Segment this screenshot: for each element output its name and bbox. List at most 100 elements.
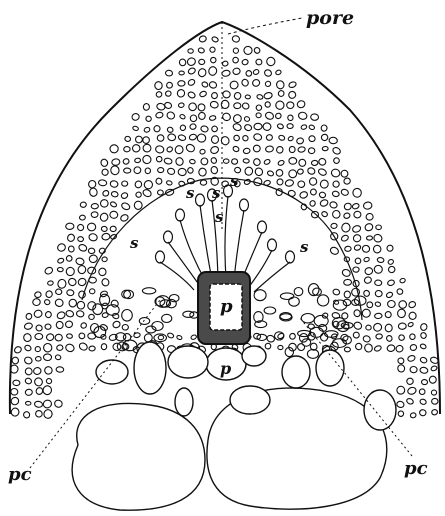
- tissue-cell: [54, 399, 64, 408]
- tissue-cell: [374, 280, 381, 286]
- tissue-cell: [329, 137, 338, 144]
- tissue-cell: [243, 158, 250, 163]
- tissue-cell: [65, 343, 75, 353]
- tissue-cell: [431, 390, 436, 395]
- tissue-cell: [331, 223, 338, 229]
- tissue-cell: [134, 158, 140, 163]
- tissue-cell: [385, 324, 393, 332]
- tissue-cell: [263, 92, 273, 100]
- tissue-cell: [397, 309, 405, 318]
- tissue-cell: [275, 145, 284, 154]
- tissue-cell: [419, 389, 425, 395]
- tissue-cell: [330, 168, 340, 178]
- tissue-cell: [89, 314, 95, 319]
- tissue-cell: [99, 212, 109, 222]
- tissue-cell: [329, 246, 339, 256]
- tissue-cell: [167, 133, 176, 141]
- tissue-cell: [199, 59, 205, 64]
- tissue-cell: [86, 300, 97, 311]
- tissue-cell: [232, 56, 239, 63]
- tissue-cell: [288, 81, 297, 89]
- tissue-cell: [343, 202, 352, 211]
- tissue-cell: [145, 168, 151, 174]
- tissue-cell: [101, 344, 107, 350]
- tissue-cell: [232, 35, 241, 43]
- tissue-cell: [47, 281, 53, 286]
- tissue-cell: [395, 345, 404, 353]
- tissue-cell: [66, 255, 73, 262]
- tissue-cell: [410, 412, 417, 418]
- floor-cell: [289, 297, 300, 306]
- tissue-cell: [56, 311, 66, 320]
- tissue-cell: [242, 135, 249, 142]
- tissue-cell: [25, 313, 32, 320]
- tissue-cell: [56, 367, 64, 373]
- tissue-cell: [278, 345, 283, 350]
- tissue-cell: [155, 91, 162, 98]
- tissue-cell: [186, 57, 196, 67]
- tissue-cell: [399, 278, 405, 284]
- tissue-cell: [431, 398, 438, 404]
- basal-cell-9: [242, 346, 266, 366]
- tissue-cell: [124, 147, 130, 152]
- tissue-cell: [200, 149, 206, 155]
- tissue-cell: [333, 157, 340, 164]
- tissue-cell: [179, 71, 184, 75]
- tissue-cell: [298, 181, 305, 188]
- tissue-cell: [109, 211, 118, 219]
- tissue-cell: [374, 345, 382, 352]
- tissue-cell: [98, 179, 107, 186]
- tissue-cell: [277, 160, 285, 167]
- floor-cell: [139, 318, 149, 325]
- tissue-cell: [98, 267, 107, 276]
- tissue-cell: [25, 377, 33, 384]
- tissue-cell: [66, 233, 75, 243]
- basal-cell-2: [168, 346, 208, 378]
- tissue-cell: [198, 35, 207, 43]
- tissue-cell: [89, 289, 94, 294]
- tissue-cell: [101, 168, 109, 176]
- tissue-cell: [132, 144, 140, 152]
- tissue-cell: [310, 114, 318, 121]
- tissue-cell: [419, 367, 428, 374]
- tissue-cell: [352, 234, 361, 243]
- tissue-cell: [429, 375, 437, 384]
- tissue-cell: [375, 290, 383, 297]
- tissue-cell: [233, 135, 240, 142]
- tissue-cell: [110, 234, 117, 240]
- label-s-1: s: [186, 184, 195, 202]
- tissue-cell: [23, 333, 32, 343]
- tissue-cell: [57, 258, 64, 264]
- tissue-cell: [77, 265, 86, 274]
- tissue-cell: [89, 187, 98, 197]
- tissue-cell: [12, 357, 19, 365]
- floor-cell: [264, 307, 276, 314]
- tissue-cell: [363, 289, 371, 297]
- tissue-cell: [34, 291, 41, 298]
- tissue-cell: [317, 168, 327, 177]
- tissue-cell: [364, 222, 374, 232]
- tissue-cell: [264, 101, 271, 108]
- tissue-cell: [354, 244, 362, 251]
- tissue-cell: [197, 134, 206, 143]
- tissue-cell: [55, 354, 62, 360]
- floor-cell: [162, 314, 172, 322]
- tissue-cell: [410, 334, 416, 340]
- tissue-cell: [111, 191, 119, 198]
- tissue-cell: [199, 90, 207, 97]
- tissue-cell: [332, 180, 340, 188]
- tissue-cell: [308, 148, 315, 154]
- tissue-cell: [112, 312, 120, 319]
- tissue-cell: [44, 366, 54, 376]
- tissue-cell: [232, 122, 242, 131]
- tissue-cell: [45, 324, 51, 329]
- tissue-cell: [321, 125, 327, 132]
- tissue-cell: [297, 100, 306, 109]
- tissue-cell: [297, 343, 305, 351]
- tissue-cell: [253, 145, 260, 152]
- tissue-cell: [275, 112, 282, 119]
- tissue-cell: [78, 243, 88, 252]
- tissue-cell: [387, 279, 395, 286]
- tissue-cell: [45, 311, 52, 318]
- tissue-cell: [278, 90, 285, 97]
